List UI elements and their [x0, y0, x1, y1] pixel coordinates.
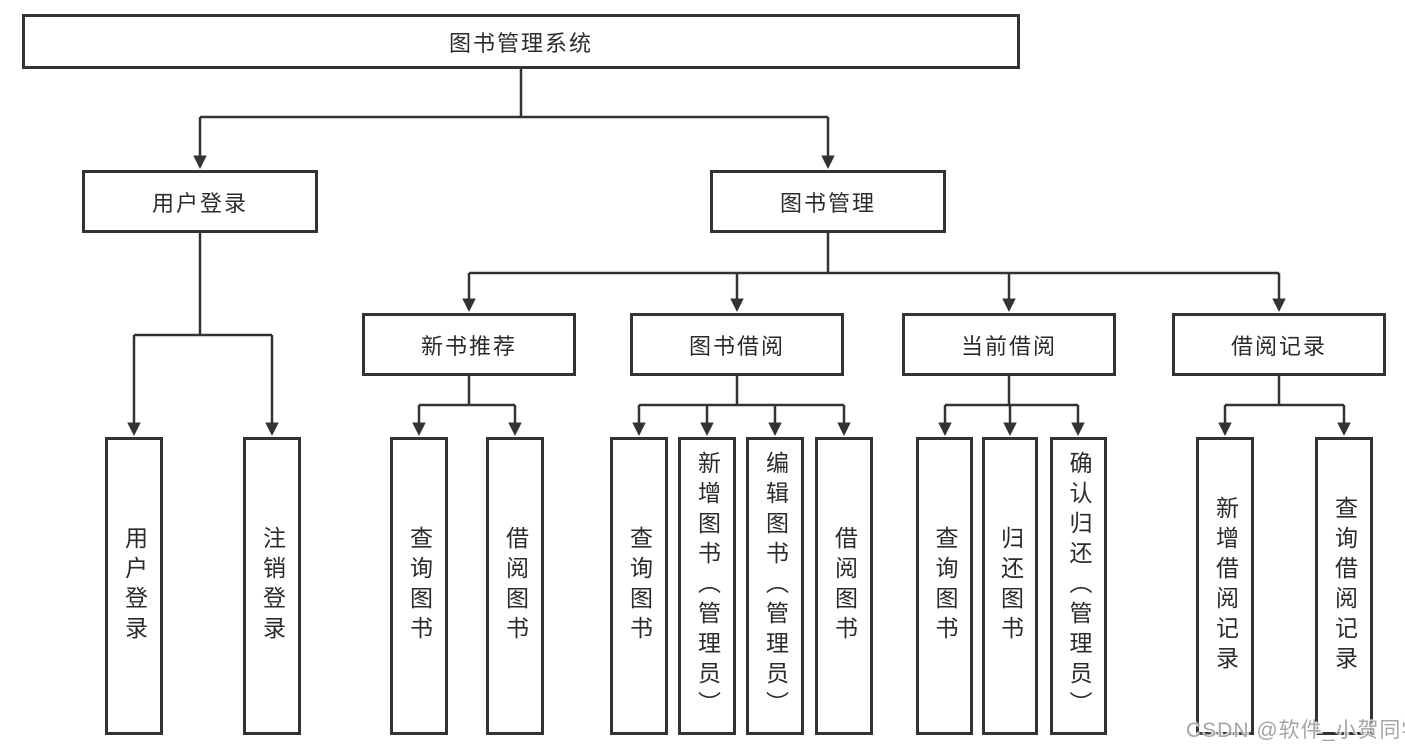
node-new-book-recommend-label: 新书推荐	[420, 333, 517, 359]
leaf-confirm-return-admin: 确认归还（管理员）	[1050, 437, 1107, 735]
leaf-user-login-action: 用户登录	[105, 437, 163, 735]
leaf-add-borrow-record: 新增借阅记录	[1196, 437, 1254, 735]
leaf-user-login-action-label: 用户登录	[121, 526, 148, 646]
leaf-query-borrow-record-label: 查询借阅记录	[1331, 496, 1358, 676]
node-root-label: 图书管理系统	[448, 30, 593, 56]
leaf-add-books-admin: 新增图书（管理员）	[678, 437, 736, 735]
leaf-confirm-return-admin-label: 确认归还（管理员）	[1066, 451, 1092, 721]
leaf-logout-label: 注销登录	[259, 526, 286, 646]
node-current-borrowing-label: 当前借阅	[960, 333, 1057, 359]
leaf-query-borrow-record: 查询借阅记录	[1315, 437, 1373, 735]
node-user-login: 用户登录	[82, 170, 318, 233]
node-book-management: 图书管理	[710, 170, 946, 233]
leaf-return-books-label: 归还图书	[997, 526, 1024, 646]
leaf-borrowing-borrow-books-label: 借阅图书	[831, 526, 858, 646]
node-borrowing-records-label: 借阅记录	[1230, 333, 1327, 359]
csdn-watermark: CSDN @软件_小贺同学	[1186, 719, 1405, 742]
node-book-borrowing-label: 图书借阅	[688, 333, 785, 359]
node-user-login-label: 用户登录	[151, 190, 248, 216]
leaf-return-books: 归还图书	[982, 437, 1038, 735]
leaf-add-books-admin-label: 新增图书（管理员）	[694, 451, 721, 721]
leaf-recommend-query-books-label: 查询图书	[406, 526, 433, 646]
node-current-borrowing: 当前借阅	[902, 313, 1116, 376]
leaf-recommend-borrow-books-label: 借阅图书	[502, 526, 529, 646]
leaf-borrowing-borrow-books: 借阅图书	[815, 437, 873, 735]
leaf-current-query-books: 查询图书	[916, 437, 973, 735]
node-book-borrowing: 图书借阅	[630, 313, 844, 376]
leaf-recommend-query-books: 查询图书	[390, 437, 448, 735]
node-borrowing-records: 借阅记录	[1172, 313, 1386, 376]
leaf-edit-books-admin: 编辑图书（管理员）	[746, 437, 804, 735]
leaf-current-query-books-label: 查询图书	[932, 526, 958, 646]
node-book-management-label: 图书管理	[779, 190, 876, 216]
leaf-logout: 注销登录	[243, 437, 301, 735]
leaf-borrowing-query-books-label: 查询图书	[626, 526, 653, 646]
node-root-system: 图书管理系统	[22, 14, 1020, 69]
node-new-book-recommend: 新书推荐	[362, 313, 576, 376]
leaf-edit-books-admin-label: 编辑图书（管理员）	[762, 451, 789, 721]
leaf-borrowing-query-books: 查询图书	[610, 437, 668, 735]
leaf-recommend-borrow-books: 借阅图书	[486, 437, 544, 735]
leaf-add-borrow-record-label: 新增借阅记录	[1212, 496, 1239, 676]
